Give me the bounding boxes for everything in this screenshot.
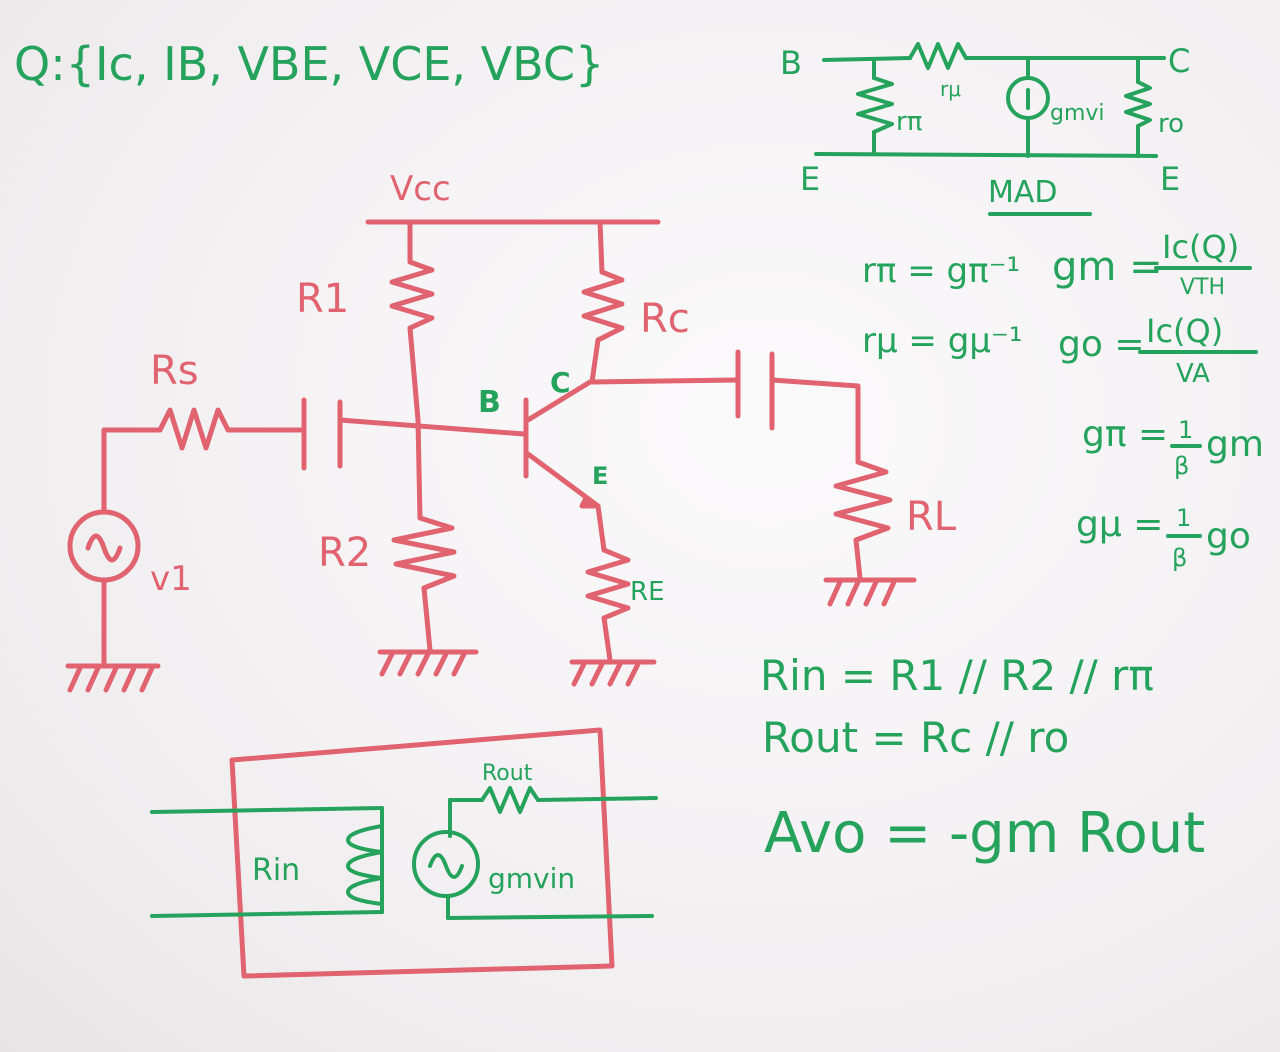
eq-gpi-num: 1 <box>1178 416 1193 444</box>
eq-avo: Avo = -gm Rout <box>764 801 1205 866</box>
eq-gpi-lhs: gπ = <box>1082 414 1168 455</box>
ssm-r-mu-label: rμ <box>940 77 961 101</box>
rc-wire-bottom <box>589 337 601 385</box>
vcc-label: Vcc <box>390 169 451 209</box>
eq-box-rin-label: Rin <box>252 853 300 888</box>
ssm-r-o <box>1124 80 1152 128</box>
ssm-r-mu <box>908 42 968 70</box>
r2-resistor <box>391 515 457 591</box>
ssm-bottom-wire <box>814 152 1158 158</box>
ground-source-hatch <box>67 665 155 693</box>
eq-box-outline <box>229 727 615 979</box>
ground-re-hatch <box>571 661 641 687</box>
eq-rout: Rout = Rc // ro <box>762 713 1069 762</box>
node-b-label: B <box>478 385 501 420</box>
ssm-gm-label: gmvi <box>1050 101 1105 126</box>
equations: rπ = gπ⁻¹ rμ = gμ⁻¹ gm = Ic(Q) VTH go = … <box>760 228 1264 866</box>
r1-resistor <box>389 259 435 331</box>
eq-box-source-label: gmvin <box>488 862 575 895</box>
eq-gpi-rhs: gm <box>1206 424 1264 465</box>
node-e-label: E <box>592 462 608 490</box>
amplifier-circuit: Vcc R1 R2 v1 Rs <box>65 169 957 693</box>
rc-label: Rc <box>640 296 690 342</box>
eq-box-rout-label: Rout <box>482 761 533 786</box>
base-wire <box>337 417 527 437</box>
ssm-node-e-left: E <box>800 160 820 198</box>
bjt-collector-leg <box>525 379 593 423</box>
eq-box-rout-wire-right <box>536 796 658 802</box>
r1-label: R1 <box>296 276 349 322</box>
re-wire-bottom <box>601 615 613 663</box>
ground-rl-hatch <box>827 579 897 607</box>
rc-resistor <box>581 269 625 343</box>
eq-gpi-den: β <box>1174 452 1189 480</box>
source-label: v1 <box>150 559 192 599</box>
eq-rin: Rin = R1 // R2 // rπ <box>760 651 1154 700</box>
rl-wire-bottom <box>853 537 863 581</box>
equivalent-box: Rin Rout gmvin <box>150 727 658 979</box>
eq-box-in-bottom-wire <box>150 910 384 918</box>
eq-box-rin-resistor <box>346 824 384 906</box>
r2-label: R2 <box>318 530 371 576</box>
eq-gm-num: Ic(Q) <box>1162 228 1239 266</box>
re-label: RE <box>630 577 665 607</box>
eq-r-mu: rμ = gμ⁻¹ <box>862 321 1023 361</box>
r1-wire-bottom <box>407 325 421 423</box>
ground-r2-hatch <box>379 651 467 677</box>
rs-label: Rs <box>150 348 199 394</box>
ssm-node-c: C <box>1168 42 1190 80</box>
collector-wire <box>589 377 741 385</box>
source-sine <box>85 533 123 563</box>
ssm-top-wire-left <box>822 56 912 62</box>
eq-go-den: VA <box>1176 359 1210 389</box>
eq-gmu-rhs: go <box>1206 516 1251 557</box>
eq-go-lhs: go = <box>1058 324 1144 365</box>
eq-r-pi: rπ = gπ⁻¹ <box>862 251 1020 291</box>
eq-gm-den: VTH <box>1180 275 1225 300</box>
re-wire-top <box>595 503 607 553</box>
eq-box-source-sine <box>428 853 464 879</box>
r2-wire-bottom <box>421 585 433 653</box>
ssm-node-b: B <box>780 44 802 82</box>
question-text: Q:{Ic, IB, VBE, VCE, VBC} <box>14 37 604 91</box>
node-c-label: C <box>550 366 571 399</box>
rs-resistor <box>157 407 231 451</box>
ssm-r-pi-label: rπ <box>896 107 922 137</box>
eq-gm-lhs: gm = <box>1052 244 1163 290</box>
eq-box-rout-resistor <box>480 786 540 814</box>
small-signal-model: B C E E rμ rπ gmvi ro MAD <box>780 42 1190 216</box>
eq-gmu-den: β <box>1172 544 1187 572</box>
bjt-emitter-arrow <box>579 495 599 509</box>
eq-gmu-lhs: gμ = <box>1076 504 1163 545</box>
re-resistor <box>585 547 631 621</box>
ssm-caption: MAD <box>988 175 1058 210</box>
eq-gmu-num: 1 <box>1176 504 1191 532</box>
eq-box-in-top-wire <box>150 806 384 814</box>
eq-go-num: Ic(Q) <box>1146 312 1223 350</box>
rc-wire-top <box>597 219 605 275</box>
r2-wire-top <box>415 417 423 521</box>
rl-resistor <box>833 459 893 543</box>
ssm-node-e-right: E <box>1160 160 1180 198</box>
eq-box-out-bottom-wire <box>446 914 654 920</box>
output-wire <box>769 377 861 389</box>
ssm-r-o-label: ro <box>1158 109 1184 139</box>
ssm-r-pi <box>856 76 894 134</box>
rl-label: RL <box>906 494 957 540</box>
